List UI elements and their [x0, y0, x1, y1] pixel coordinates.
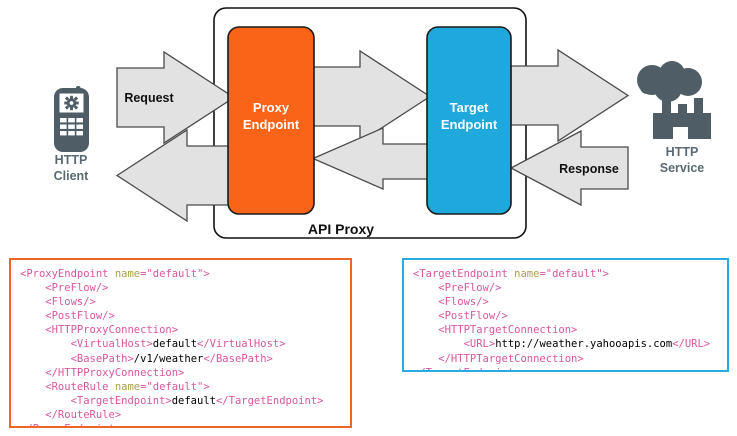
code-token-tg: </RouteRule> [20, 408, 122, 421]
http-service-label-line2: Service [660, 161, 705, 175]
target-endpoint-label-line2: Endpoint [441, 117, 498, 132]
api-proxy-label: API Proxy [308, 221, 374, 237]
target-endpoint-label-line1: Target [450, 100, 489, 115]
code-line: <PreFlow/> [20, 281, 342, 295]
target-endpoint-node[interactable]: Target Endpoint [426, 26, 512, 215]
code-line: </HTTPTargetConnection> [413, 352, 719, 366]
code-token-tx: default [152, 338, 198, 351]
arrow-label-request: Request [124, 91, 174, 105]
code-line: <TargetEndpoint name="default"> [413, 267, 719, 281]
arrow-target-to-proxy [311, 127, 431, 190]
arrow-service-to-target: Response [509, 129, 629, 207]
code-token-tg: <ProxyEndpoint [20, 268, 115, 280]
code-line: <Flows/> [413, 295, 719, 309]
code-token-at: name [514, 268, 540, 280]
code-token-tg: <URL> [413, 338, 496, 351]
code-line: <HTTPTargetConnection> [413, 323, 719, 337]
code-token-tx: /v1/weather [133, 352, 204, 365]
code-token-at: name [114, 268, 141, 280]
cloud-factory-icon [637, 61, 711, 139]
api-proxy-diagram: HTTP Client [54, 7, 711, 239]
code-line: <RouteRule name="default"> [20, 380, 342, 394]
code-token-tg: <HTTPTargetConnection> [413, 324, 578, 337]
code-token-tg: </URL> [672, 338, 711, 351]
code-token-tg: </HTTPProxyConnection> [20, 366, 185, 379]
code-line: <TargetEndpoint>default</TargetEndpoint> [20, 394, 342, 408]
http-client-label-line1: HTTP [55, 153, 88, 167]
arrow-proxy-to-client [115, 128, 235, 223]
proxy-endpoint-label-line2: Endpoint [243, 117, 300, 132]
code-token-av: ="default" [140, 380, 204, 393]
mobile-phone-gear-icon [54, 86, 89, 152]
code-line: <PostFlow/> [20, 309, 342, 323]
code-token-tg: <HTTPProxyConnection> [20, 324, 179, 337]
code-token-tg: <TargetEndpoint [413, 268, 515, 280]
code-token-tx: http://weather.yahooapis.com [495, 338, 673, 351]
arrow-proxy-to-target [312, 49, 432, 144]
code-line: <BasePath>/v1/weather</BasePath> [20, 352, 342, 366]
code-token-tg: <PostFlow/> [20, 310, 115, 323]
code-token-tx: default [171, 394, 216, 407]
code-token-tg: </ProxyEndpoint> [20, 423, 121, 426]
code-line: </HTTPProxyConnection> [20, 366, 342, 380]
code-token-tg: <VirtualHost> [20, 338, 153, 351]
code-line: </TargetEndpoint> [413, 366, 719, 370]
code-token-tg: </VirtualHost> [197, 338, 286, 351]
http-service-label-line1: HTTP [666, 145, 699, 159]
code-token-tg: > [203, 268, 210, 280]
http-client-group: HTTP Client [54, 86, 90, 183]
code-line: <Flows/> [20, 295, 342, 309]
proxy-endpoint-node[interactable]: Proxy Endpoint [227, 26, 315, 215]
target-endpoint-code-block: <TargetEndpoint name="default"> <PreFlow… [402, 258, 729, 372]
code-token-tg: </TargetEndpoint> [215, 394, 324, 407]
arrow-target-to-service [510, 48, 630, 143]
arrow-client-to-proxy: Request [116, 50, 236, 145]
code-token-tg: <RouteRule [20, 380, 115, 393]
code-token-tg: > [602, 268, 609, 280]
code-token-tg: </BasePath> [203, 352, 273, 365]
code-token-tg: <TargetEndpoint> [20, 394, 172, 407]
code-token-tg: </HTTPTargetConnection> [413, 352, 584, 365]
http-client-label-line2: Client [54, 169, 90, 183]
code-line: <URL>http://weather.yahooapis.com</URL> [413, 337, 719, 351]
proxy-endpoint-rect[interactable] [227, 26, 315, 215]
code-line: <PreFlow/> [413, 281, 719, 295]
code-line: <ProxyEndpoint name="default"> [20, 267, 342, 281]
proxy-endpoint-label-line1: Proxy [253, 100, 290, 115]
code-token-tg: <Flows/> [20, 296, 96, 309]
code-line: <VirtualHost>default</VirtualHost> [20, 337, 342, 351]
code-token-tg: <PostFlow/> [413, 310, 508, 323]
code-token-tg: <BasePath> [20, 352, 134, 365]
code-line: </RouteRule> [20, 408, 342, 422]
code-token-tg: </TargetEndpoint> [413, 367, 520, 370]
code-line: <PostFlow/> [413, 309, 719, 323]
code-token-tg: <PreFlow/> [413, 282, 502, 295]
code-token-at: name [114, 380, 141, 393]
code-line: </ProxyEndpoint> [20, 422, 342, 426]
code-token-av: ="default" [140, 268, 204, 280]
target-endpoint-rect[interactable] [426, 26, 512, 215]
arrow-label-response: Response [559, 162, 619, 176]
http-service-group: HTTP Service [637, 61, 711, 175]
proxy-endpoint-code-block: <ProxyEndpoint name="default"> <PreFlow/… [9, 258, 352, 428]
code-line: <HTTPProxyConnection> [20, 323, 342, 337]
code-token-av: ="default" [539, 268, 603, 280]
code-token-tg: <Flows/> [413, 296, 489, 309]
code-token-tg: > [203, 380, 210, 393]
code-token-tg: <PreFlow/> [20, 282, 109, 295]
